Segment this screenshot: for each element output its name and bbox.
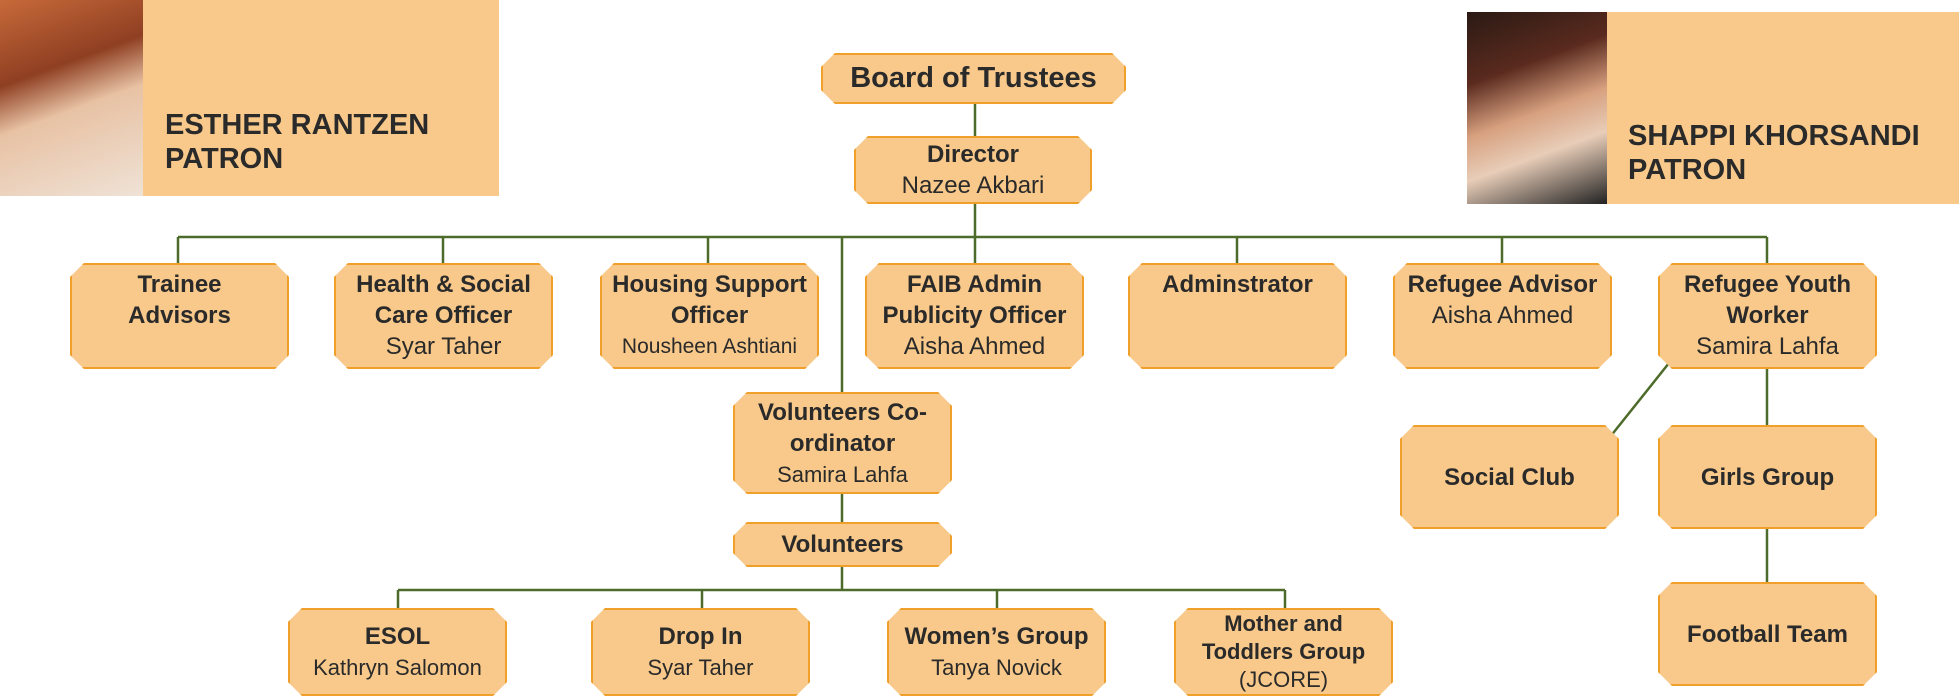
node-housing-support-officer: Housing Support Officer Nousheen Ashtian… [600,263,819,369]
patron-card-shappi-khorsandi: SHAPPI KHORSANDI PATRON [1467,12,1959,204]
node-administrator: Adminstrator [1128,263,1347,369]
patron-card-esther-rantzen: ESTHER RANTZEN PATRON [0,0,499,196]
node-title: Refugee Youth Worker [1683,271,1852,329]
node-name: Syar Taher [647,655,754,680]
patron-name: ESTHER RANTZEN [165,109,430,141]
node-faib-admin-publicity-officer: FAIB Admin Publicity Officer Aisha Ahmed [865,263,1084,369]
node-title: FAIB Admin Publicity Officer [882,271,1067,329]
node-trainee-advisors: Trainee Advisors [70,263,289,369]
node-womens-group: Women’s Group Tanya Novick [887,608,1106,696]
node-director: Director Nazee Akbari [854,136,1092,204]
node-title: Trainee Advisors [128,271,231,329]
node-name: Aisha Ahmed [903,333,1046,360]
patron-name: SHAPPI KHORSANDI [1628,120,1920,152]
node-title: Girls Group [1700,463,1835,491]
patron-photo [0,0,143,196]
node-title: Football Team [1687,620,1848,648]
node-name: Aisha Ahmed [1431,302,1574,329]
node-name: Samira Lahfa [1696,333,1839,360]
node-board-of-trustees: Board of Trustees [821,53,1126,104]
node-girls-group: Girls Group [1658,425,1877,529]
node-volunteers: Volunteers [733,522,952,567]
node-drop-in: Drop In Syar Taher [591,608,810,696]
node-mother-and-toddlers-group: Mother and Toddlers Group (JCORE) [1174,608,1393,696]
node-refugee-advisor: Refugee Advisor Aisha Ahmed [1393,263,1612,369]
patron-role: PATRON [165,143,284,175]
node-title: Women’s Group [904,623,1089,650]
patron-photo [1467,12,1607,204]
node-title: Housing Support Officer [612,271,807,329]
node-name: Nousheen Ashtiani [621,335,798,358]
node-esol: ESOL Kathryn Salomon [288,608,507,696]
node-football-team: Football Team [1658,582,1877,686]
node-title: Adminstrator [1162,271,1313,298]
node-title: Volunteers Co-ordinator [758,398,927,457]
node-title: ESOL [364,623,431,650]
patron-label: SHAPPI KHORSANDI PATRON [1628,119,1920,187]
node-name: Nazee Akbari [901,172,1045,199]
node-name: Tanya Novick [931,655,1062,680]
node-name: (JCORE) [1238,667,1329,692]
patron-label: ESTHER RANTZEN PATRON [165,108,429,176]
node-title: Volunteers [781,531,904,558]
node-refugee-youth-worker: Refugee Youth Worker Samira Lahfa [1658,263,1877,369]
node-name: Samira Lahfa [777,461,908,487]
node-title: Refugee Advisor [1407,271,1598,298]
node-name: Kathryn Salomon [313,655,482,680]
node-social-club: Social Club [1400,425,1619,529]
node-volunteers-coordinator: Volunteers Co-ordinator Samira Lahfa [733,392,952,494]
node-health-social-care-officer: Health & Social Care Officer Syar Taher [334,263,553,369]
node-title: Health & Social Care Officer [356,271,531,329]
patron-role: PATRON [1628,154,1747,186]
node-title: Director [926,141,1020,168]
node-title: Mother and Toddlers Group [1201,611,1366,664]
node-title: Board of Trustees [850,62,1097,94]
node-title: Drop In [658,623,743,650]
node-name: Syar Taher [385,333,502,360]
node-title: Social Club [1444,463,1575,491]
